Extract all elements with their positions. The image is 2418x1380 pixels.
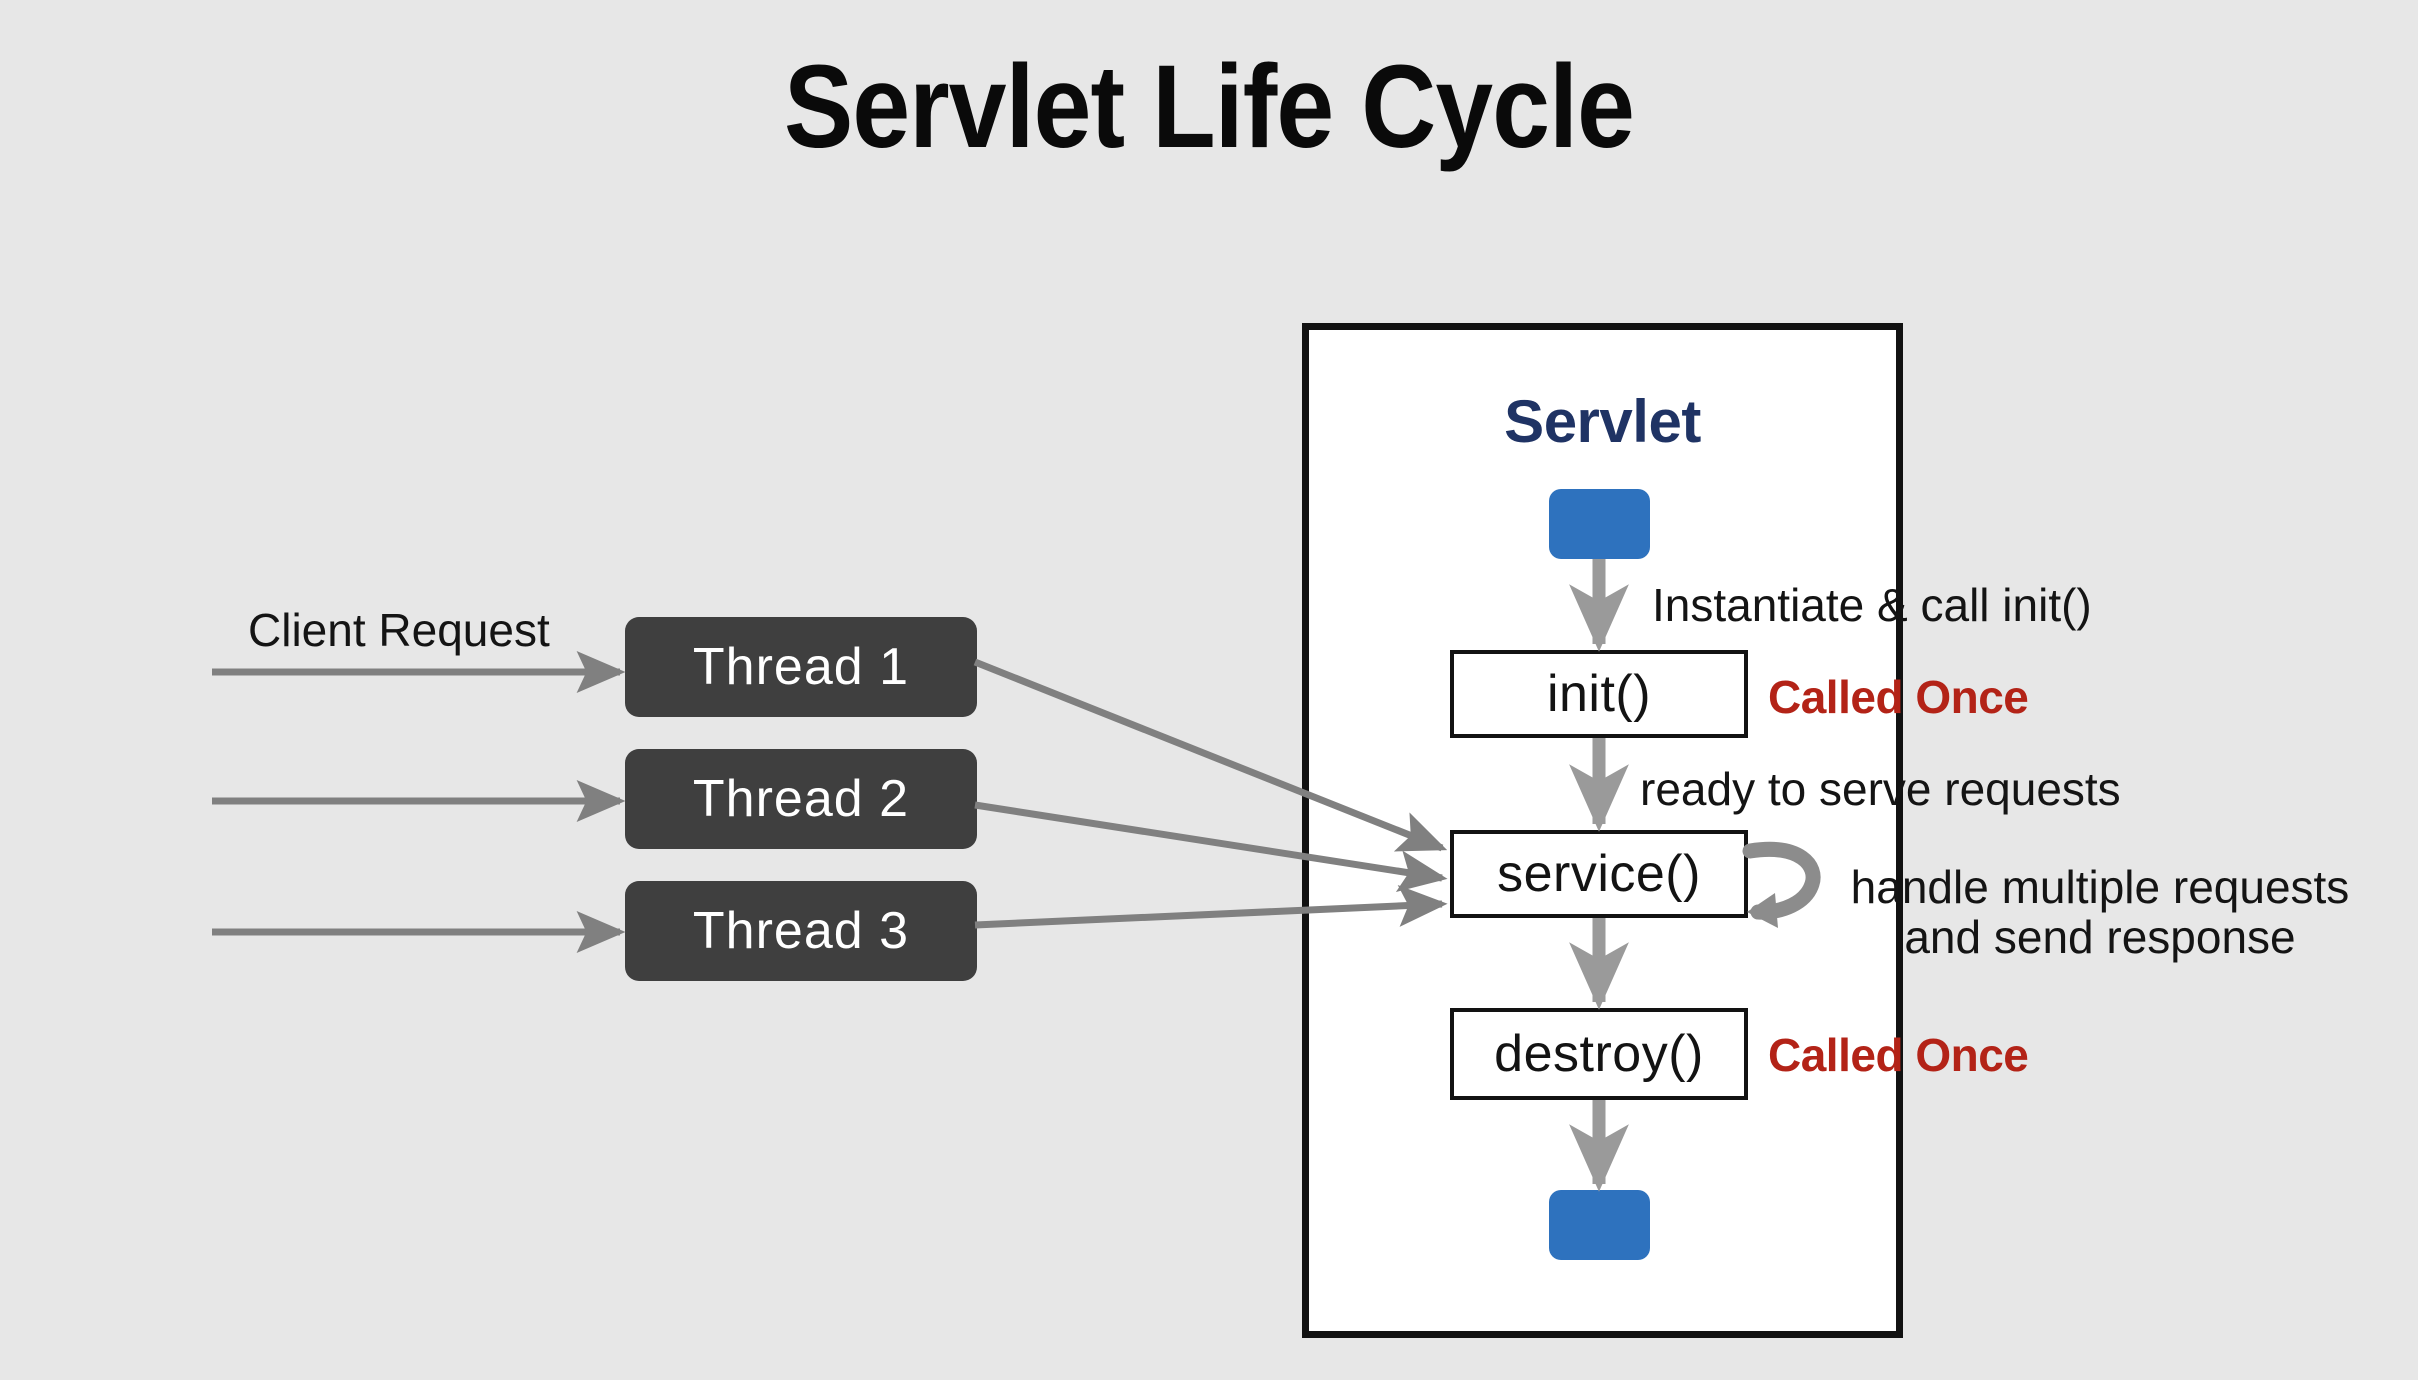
annotation-handle-line-2: and send response bbox=[1904, 910, 2296, 963]
method-service-label: service() bbox=[1497, 845, 1701, 903]
page-title: Servlet Life Cycle bbox=[784, 41, 1635, 173]
method-box-service: service() bbox=[1450, 830, 1748, 918]
client-request-label: Client Request bbox=[248, 604, 550, 656]
annotation-ready-to-serve: ready to serve requests bbox=[1640, 763, 2121, 815]
annotation-handle-line-1: handle multiple requests bbox=[1850, 861, 2350, 913]
annotation-handle-requests: handle multiple requests and send respon… bbox=[1820, 861, 2380, 963]
thread-box-2: Thread 2 bbox=[625, 749, 977, 849]
method-destroy-label: destroy() bbox=[1494, 1025, 1704, 1083]
thread-box-2-label: Thread 2 bbox=[692, 770, 910, 828]
badge-called-once-init: Called Once bbox=[1768, 671, 2029, 723]
badge-called-once-destroy: Called Once bbox=[1768, 1029, 2029, 1081]
thread-box-3-label: Thread 3 bbox=[692, 902, 910, 960]
servlet-start-chip bbox=[1549, 489, 1650, 559]
servlet-end-chip bbox=[1549, 1190, 1650, 1260]
method-init-label: init() bbox=[1546, 665, 1652, 723]
method-box-destroy: destroy() bbox=[1450, 1008, 1748, 1100]
thread-box-1: Thread 1 bbox=[625, 617, 977, 717]
annotation-instantiate: Instantiate & call init() bbox=[1652, 579, 2092, 631]
servlet-title-label: Servlet bbox=[1504, 388, 1701, 455]
method-box-init: init() bbox=[1450, 650, 1748, 738]
thread-box-1-label: Thread 1 bbox=[692, 638, 910, 696]
thread-box-3: Thread 3 bbox=[625, 881, 977, 981]
